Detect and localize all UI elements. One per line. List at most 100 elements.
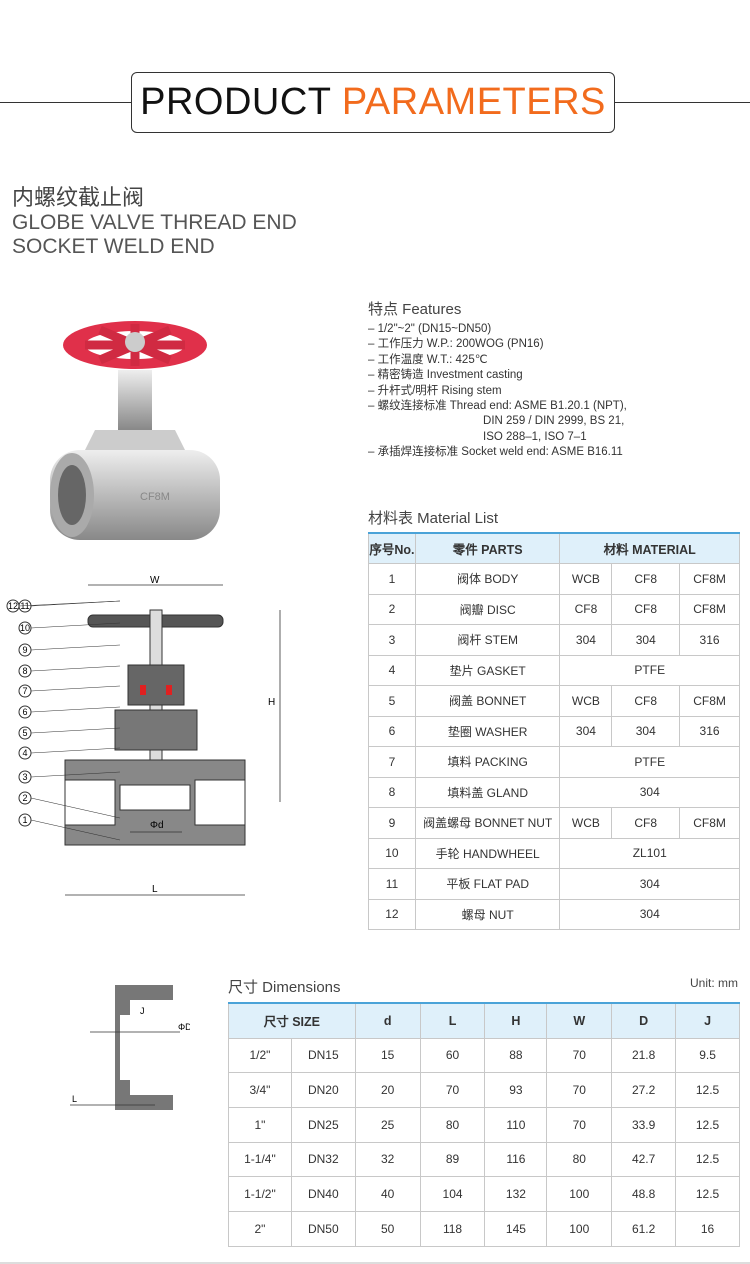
dim-cell: 48.8 [611,1176,677,1212]
callout-number: 1 [22,815,27,825]
col-header: D [611,1002,677,1039]
dim-cell: 110 [484,1106,548,1143]
footer-rule [0,1262,750,1264]
feature-item: – 工作压力 W.P.: 200WOG (PN16) [368,338,544,351]
dim-cell: 15 [354,1037,421,1074]
callout-6: 6 [18,705,121,719]
part-material: 304 [559,715,613,747]
feature-item: – 螺纹连接标准 Thread end: ASME B1.20.1 (NPT), [368,400,627,413]
part-name: 平板 FLAT PAD [414,868,561,900]
title-part-2: PARAMETERS [341,81,606,123]
col-header: 尺寸 SIZE [228,1002,356,1039]
callout-number: 2 [22,793,27,803]
features-list: – 1/2"~2" (DN15~DN50) – 工作压力 W.P.: 200WOG… [368,322,627,461]
feature-item: ISO 288–1, ISO 7–1 [368,430,587,443]
part-no: 2 [368,593,416,625]
callout-9: 9 [18,643,121,657]
feature-item: – 精密铸造 Investment casting [368,369,523,382]
callout-8: 8 [18,664,121,678]
dim-cell: 12.5 [675,1176,740,1212]
dim-cell: 88 [484,1037,548,1074]
callout-7: 7 [18,684,121,698]
socket-end-diagram: J ΦD L [70,985,190,1110]
feature-item: DIN 259 / DIN 2999, BS 21, [368,415,625,428]
title-part-1: PRODUCT [140,81,342,123]
dim-cell: 118 [419,1210,486,1247]
socket-label-l: L [72,1094,77,1104]
dim-cell: 104 [419,1176,486,1212]
part-name: 螺母 NUT [414,898,561,930]
dim-cell: 70 [546,1106,613,1143]
dim-cell: 12.5 [675,1106,740,1143]
part-no: 12 [368,898,416,930]
part-no: 10 [368,837,416,869]
part-material: WCB [559,563,613,595]
part-material: CF8 [611,685,681,717]
col-header: J [675,1002,740,1039]
col-header-material: 材料 MATERIAL [559,532,740,564]
part-no: 1 [368,563,416,595]
dim-label-d: Φd [150,820,164,831]
dim-cell: 1-1/2" [228,1176,292,1212]
part-material: 316 [679,624,740,656]
product-name-cn: 内螺纹截止阀 [12,185,145,210]
col-header-parts: 零件 PARTS [414,532,561,564]
dim-cell: 16 [675,1210,740,1247]
part-no: 4 [368,654,416,686]
dim-cell: 1-1/4" [228,1141,292,1178]
dim-cell: 100 [546,1210,613,1247]
part-name: 阀体 BODY [414,563,561,595]
callout-1: 1 [18,813,121,841]
part-material: CF8M [679,807,740,839]
dim-cell: 89 [419,1141,486,1178]
feature-item: – 1/2"~2" (DN15~DN50) [368,323,492,335]
callout-number: 10 [20,623,30,633]
part-material: CF8 [559,593,613,625]
casting-mark: CF8M [140,491,170,503]
callout-number: 6 [22,707,27,717]
dim-cell: 80 [419,1106,486,1143]
part-no: 3 [368,624,416,656]
dim-label-h: H [268,697,275,708]
part-name: 垫圈 WASHER [414,715,561,747]
callout-number: 5 [22,728,27,738]
callout-number: 9 [22,645,27,655]
part-material: 304 [559,624,613,656]
dim-cell: 145 [484,1210,548,1247]
part-material: PTFE [559,654,740,686]
part-material: CF8 [611,593,681,625]
dim-cell: DN32 [290,1141,356,1178]
dim-cell: DN50 [290,1210,356,1247]
dim-cell: 116 [484,1141,548,1178]
col-header: L [419,1002,486,1039]
part-no: 6 [368,715,416,747]
dim-cell: 70 [546,1072,613,1108]
callout-3: 3 [18,770,121,784]
part-no: 7 [368,746,416,778]
dim-cell: DN40 [290,1176,356,1212]
product-name-en-1: GLOBE VALVE THREAD END [12,211,297,234]
part-no: 5 [368,685,416,717]
part-material: ZL101 [559,837,740,869]
part-material: CF8 [611,563,681,595]
dim-label-w: W [150,575,160,586]
callout-2: 2 [18,791,121,819]
callout-12: 12 [6,599,121,613]
col-header: W [546,1002,613,1039]
part-material: 304 [611,715,681,747]
page-title: PRODUCT PARAMETERS [131,72,615,133]
dimensions-unit: Unit: mm [690,976,738,990]
part-material: 304 [559,776,740,808]
